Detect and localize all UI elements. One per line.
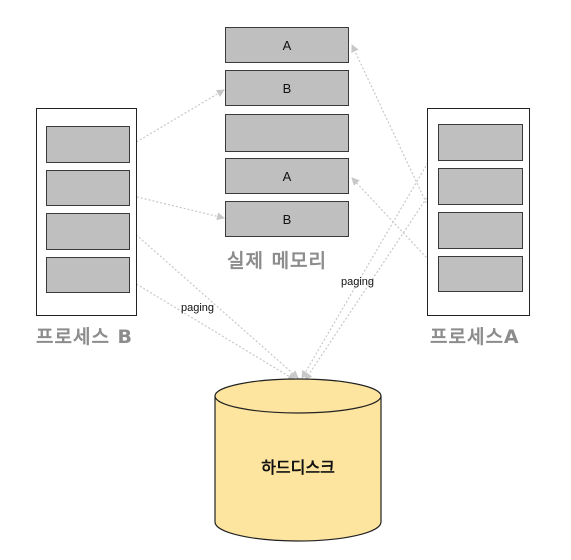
process-a-page-1 [438,124,523,161]
process-b-page-1 [46,126,130,163]
paging-label-b: paging [181,302,215,314]
memory-frame-2: B [225,70,349,106]
paging-label-a: paging [341,276,375,288]
process-b-page-4 [46,257,130,293]
memory-frame-4: A [225,158,349,194]
process-a-page-4 [438,256,523,292]
memory-frame-3 [225,114,349,152]
memory-frame-label: A [282,37,292,53]
memory-frame-5: B [225,201,349,237]
arrow-pa3-to-mem-a1 [351,44,441,233]
arrow-pb3-to-disk [132,231,299,379]
arrow-pa2-to-disk [304,177,441,381]
hard-disk-body [214,396,382,542]
arrow-pa4-to-mem-a2 [351,177,441,273]
hard-disk [214,378,382,542]
process-b-page-2 [46,170,130,206]
hard-disk-top [214,378,382,414]
real-memory-title: 실제 메모리 [227,250,328,272]
arrow-pa1-to-disk [301,141,441,379]
memory-frame-1: A [225,27,349,63]
memory-frame-label: A [282,168,292,184]
process-b-title: 프로세스 B [36,326,134,348]
hard-disk-label: 하드디스크 [261,458,335,477]
arrow-pb2-to-mem-b2 [132,195,225,221]
process-a-title: 프로세스A [430,326,520,348]
arrow-pb4-to-disk [132,281,296,381]
memory-frame-label: B [282,80,292,96]
process-a-page-2 [438,168,523,205]
process-b-page-3 [46,213,130,250]
arrow-pb1-to-mem-b [132,89,225,145]
process-a-page-3 [438,212,523,249]
memory-frame-label: B [282,211,292,227]
